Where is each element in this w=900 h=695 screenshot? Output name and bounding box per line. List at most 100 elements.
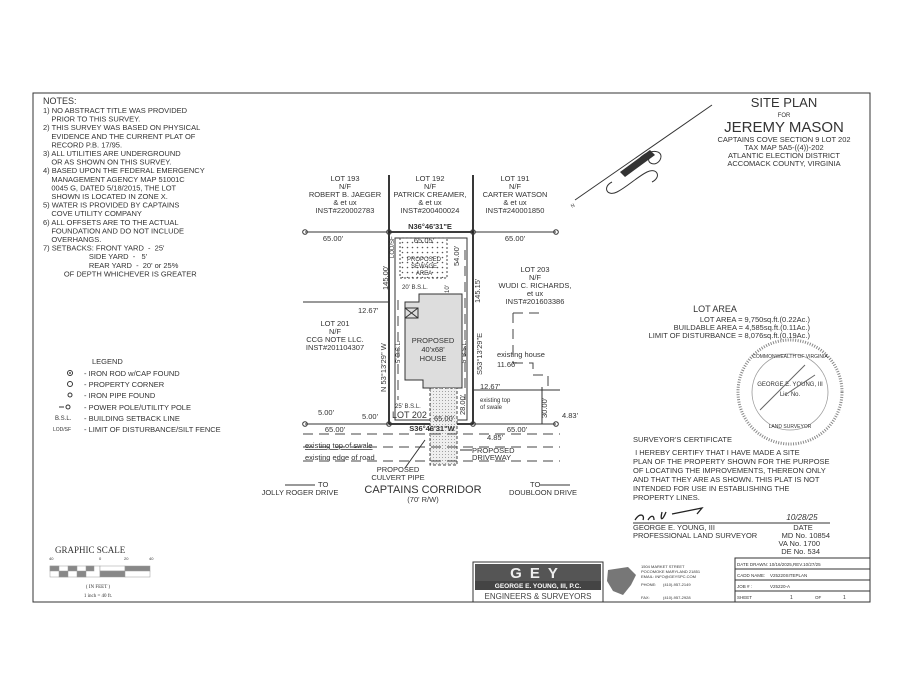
bsl-label: 5' B.S.L. bbox=[396, 340, 402, 363]
lot-text: & et ux bbox=[333, 198, 357, 207]
legend-item: - IRON PIPE FOUND bbox=[84, 391, 156, 400]
fax-label: FAX: bbox=[641, 595, 650, 600]
dimension: 65.00' bbox=[434, 414, 455, 423]
signature-date: 10/28/25 bbox=[786, 513, 818, 522]
iron-rod-icon bbox=[470, 421, 476, 427]
lot-text: LOT 191 bbox=[500, 174, 529, 183]
sheet-label: SHEET bbox=[737, 595, 752, 600]
note-line: PRIOR TO THIS SURVEY. bbox=[43, 115, 140, 124]
signature bbox=[634, 507, 704, 521]
lot-text: CCG NOTE LLC. bbox=[306, 335, 364, 344]
note-line: COVE UTILITY COMPANY bbox=[43, 209, 142, 218]
title-for: FOR bbox=[778, 113, 791, 119]
dimension: 5.00' bbox=[362, 412, 379, 421]
note-line: SHOWN IS LOCATED IN ZONE X. bbox=[43, 192, 168, 201]
driveway-label: PROPOSED bbox=[472, 446, 515, 455]
scale-units: ( IN FEET ) bbox=[86, 585, 111, 590]
legend-item: - PROPERTY CORNER bbox=[84, 380, 165, 389]
scale-tick: 40 bbox=[149, 556, 154, 561]
road-row: (70' R/W) bbox=[407, 495, 439, 504]
lot-text: N/F bbox=[509, 182, 522, 191]
phone-label: PHONE: bbox=[641, 582, 656, 587]
lot-text: LOT 203 bbox=[520, 265, 549, 274]
legend: LEGEND B.S.L. LOD/SF - IRON ROD w/CAP FO… bbox=[53, 357, 221, 434]
title-block: SITE PLAN FOR JEREMY MASON CAPTAINS COVE… bbox=[717, 95, 850, 168]
left-bearing: N 53°13'29" W bbox=[379, 342, 388, 392]
certificate-line: PLAN OF THE PROPERTY SHOWN FOR THE PURPO… bbox=[633, 457, 830, 466]
lot-text: & et ux bbox=[418, 198, 442, 207]
of-label: OF bbox=[815, 595, 822, 600]
lot-text: LOT 201 bbox=[320, 319, 349, 328]
date-drawn: DATE DRAWN: 10/16/2025,REV.10/27/25 bbox=[737, 562, 821, 567]
swale-label: of swale bbox=[480, 405, 503, 411]
existing-swale-label: existing top of swale bbox=[305, 441, 373, 450]
note-line: OVERHANGS. bbox=[43, 235, 101, 244]
graphic-scale: GRAPHIC SCALE 40 0 20 40 ( IN FEET ) 1 i… bbox=[49, 545, 154, 599]
title-line: ATLANTIC ELECTION DISTRICT bbox=[728, 151, 840, 160]
title-line: TAX MAP 5A5-((4))-202 bbox=[744, 143, 823, 152]
job-label: JOB # : bbox=[737, 584, 752, 589]
dimension: 11.66' bbox=[497, 360, 517, 369]
swale-label: existing top bbox=[480, 398, 511, 404]
existing-road-label: existing edge of road bbox=[305, 453, 375, 462]
iron-rod-icon bbox=[553, 421, 559, 427]
gey-logo bbox=[475, 564, 601, 581]
bsl-label: 5' B.S.L. bbox=[462, 340, 468, 363]
lot-202-label: LOT 202 bbox=[392, 410, 427, 420]
scale-title: GRAPHIC SCALE bbox=[55, 545, 126, 555]
lot-201-label: LOT 201 N/F CCG NOTE LLC. INST#201104307 bbox=[306, 319, 364, 352]
lot-area-line: LOT AREA = 9,750sq.ft.(0.22Ac.) bbox=[700, 315, 811, 324]
certificate-line: AND THAT THEY ARE AS SHOWN. THIS PLAT IS… bbox=[633, 475, 820, 484]
notes-heading: NOTES: bbox=[43, 96, 77, 106]
scale-tick: 40 bbox=[49, 556, 54, 561]
iron-rod-icon bbox=[386, 229, 392, 235]
surveyor-seal: COMMONWEALTH OF VIRGINIA GEORGE E. YOUNG… bbox=[736, 338, 844, 446]
left-length: 145.00' bbox=[381, 265, 390, 290]
lot-text: & et ux bbox=[503, 198, 527, 207]
dimension: 65.05' bbox=[414, 236, 435, 245]
proposed-house bbox=[404, 293, 463, 389]
driveway-label: DRIVEWAY bbox=[472, 453, 511, 462]
lot-area-line: LIMIT OF DISTURBANCE = 8,076sq.ft.(0.19A… bbox=[649, 331, 811, 340]
lot-text: et ux bbox=[527, 289, 544, 298]
note-line: OF DEPTH WHICHEVER IS GREATER bbox=[43, 269, 197, 278]
lot-text: INST#220002783 bbox=[316, 206, 375, 215]
well-icon bbox=[404, 307, 419, 319]
job-number: V25220-A bbox=[770, 584, 790, 589]
note-line: 0045 G, DATED 5/18/2015, THE LOT bbox=[43, 183, 177, 192]
dimension: 65.00' bbox=[323, 234, 344, 243]
culvert-label: CULVERT PIPE bbox=[371, 473, 424, 482]
scale-tick: 20 bbox=[124, 556, 129, 561]
license: DE No. 534 bbox=[781, 547, 820, 556]
dimension: 30.00' bbox=[540, 397, 549, 418]
note-line: FOUNDATION AND DO NOT INCLUDE bbox=[43, 226, 184, 235]
lot-text: N/F bbox=[529, 273, 542, 282]
road-name: CAPTAINS CORRIDOR bbox=[364, 484, 481, 496]
lot-192-label: LOT 192 N/F PATRICK CREAMER, & et ux INS… bbox=[393, 174, 466, 215]
sewage-label: PROPOSED bbox=[407, 257, 442, 263]
note-line: 4) BASED UPON THE FEDERAL EMERGENCY bbox=[43, 166, 205, 175]
sheet-number: 1 bbox=[790, 595, 793, 601]
logo-text: GEY bbox=[510, 565, 566, 582]
sheet-total: 1 bbox=[843, 595, 846, 601]
lot-193-label: LOT 193 N/F ROBERT B. JAEGER & et ux INS… bbox=[309, 174, 382, 215]
dimension: 28.00' bbox=[458, 394, 467, 415]
firm-address: POCOMOKE MARYLAND 21851 bbox=[641, 569, 701, 574]
firm-email: EMAIL: INFO@GEYSPC.COM bbox=[641, 574, 696, 579]
lot-text: INST#201603386 bbox=[506, 297, 565, 306]
to-jolly-roger-label: JOLLY ROGER DRIVE bbox=[262, 488, 339, 497]
phone: (410)-957-2149 bbox=[663, 582, 691, 587]
dimension: 4.83' bbox=[562, 411, 579, 420]
notes: NOTES: 1) NO ABSTRACT TITLE WAS PROVIDED… bbox=[43, 96, 205, 278]
maryland-map-icon bbox=[607, 567, 636, 595]
note-line: RECORD P.B. 17/95. bbox=[43, 140, 122, 149]
to-label: TO bbox=[530, 480, 540, 489]
lot-area-heading: LOT AREA bbox=[693, 304, 737, 314]
note-line: 6) ALL OFFSETS ARE TO THE ACTUAL bbox=[43, 218, 179, 227]
iron-rod-icon bbox=[470, 229, 476, 235]
top-bearing: N36°46'31"E bbox=[408, 222, 452, 231]
legend-item: - BUILDING SETBACK LINE bbox=[84, 414, 180, 423]
existing-house-label: existing house bbox=[497, 350, 545, 359]
note-line: 5) WATER IS PROVIDED BY CAPTAINS bbox=[43, 201, 179, 210]
note-line: 2) THIS SURVEY WAS BASED ON PHYSICAL bbox=[43, 123, 200, 132]
